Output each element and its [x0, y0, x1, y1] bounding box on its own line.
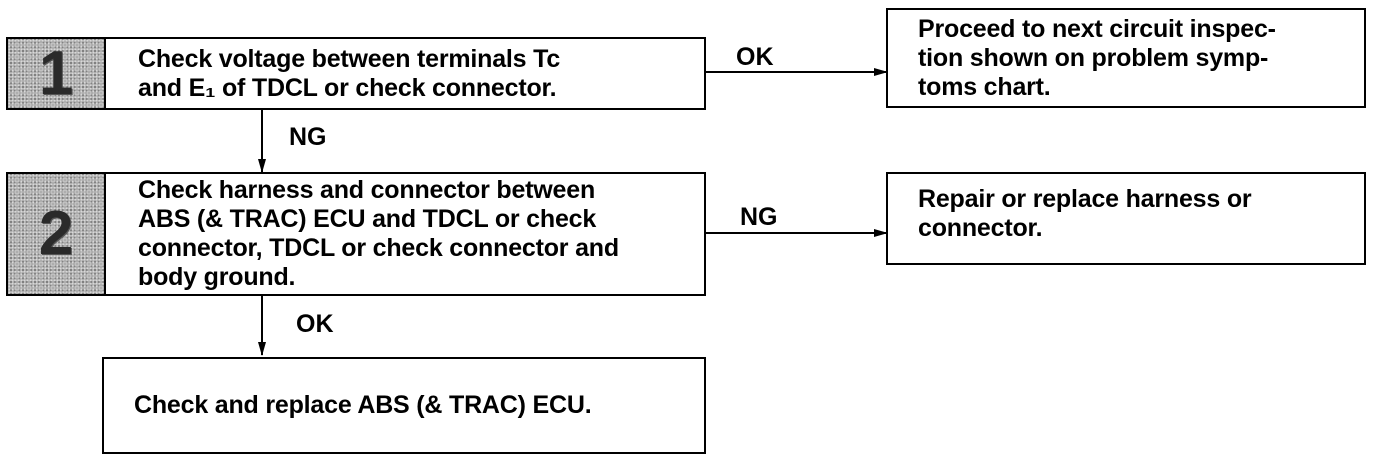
step-1-text: Check voltage between terminals Tc and E… — [106, 39, 704, 108]
result-2-line: connector. — [918, 214, 1043, 242]
label-step1-ng: NG — [289, 123, 327, 151]
step-1-box: 1 Check voltage between terminals Tc and… — [6, 37, 706, 110]
step-1-line: and E₁ of TDCL or check connector. — [138, 73, 557, 102]
result-1-line: Proceed to next circuit inspec- — [918, 14, 1276, 43]
step-2-number: 2 — [8, 174, 106, 294]
label-step1-ok: OK — [736, 43, 774, 71]
label-step2-ng: NG — [740, 203, 778, 231]
result-1-line: tion shown on problem symp- — [918, 43, 1269, 72]
final-text: Check and replace ABS (& TRAC) ECU. — [134, 391, 592, 419]
label-step2-ok: OK — [296, 310, 334, 338]
step-2-line: Check harness and connector between — [138, 176, 596, 204]
result-1-line: toms chart. — [918, 72, 1051, 101]
step-1-number: 1 — [8, 39, 106, 108]
result-2-line: Repair or replace harness or — [918, 185, 1252, 213]
step-2-text: Check harness and connector between ABS … — [106, 174, 704, 294]
step-1-line: Check voltage between terminals Tc — [138, 44, 561, 73]
step-2-box: 2 Check harness and connector between AB… — [6, 172, 706, 296]
result-2-box: Repair or replace harness or connector. — [886, 172, 1366, 265]
step-2-line: body ground. — [138, 263, 296, 291]
step-2-line: connector, TDCL or check connector and — [138, 234, 619, 262]
result-1-box: Proceed to next circuit inspec- tion sho… — [886, 8, 1366, 108]
final-box: Check and replace ABS (& TRAC) ECU. — [102, 357, 706, 454]
step-2-line: ABS (& TRAC) ECU and TDCL or check — [138, 205, 597, 233]
